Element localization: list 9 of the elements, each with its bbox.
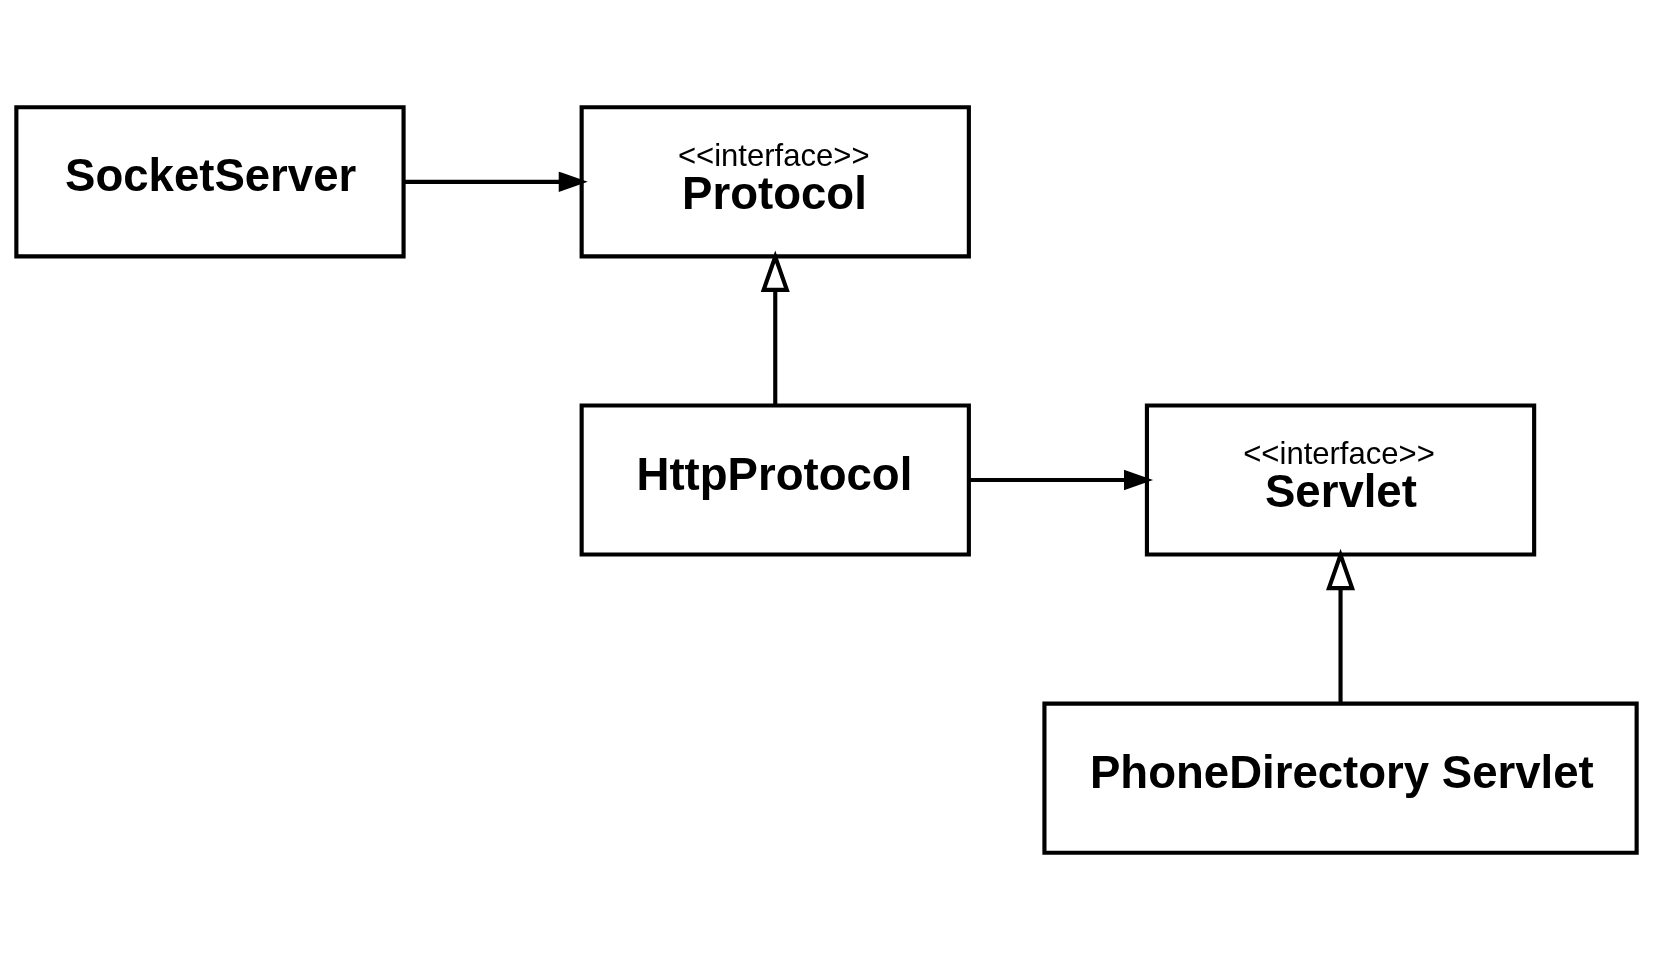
arrow — [969, 469, 1154, 491]
node-box: <<interface>> Protocol — [579, 105, 971, 259]
arrow — [760, 250, 790, 406]
node-box: PhoneDirectory Servlet — [1042, 701, 1639, 855]
node-box: SocketServer — [14, 105, 406, 259]
arrow — [403, 171, 588, 192]
arrow — [1326, 548, 1356, 704]
node-box: <<interface>> Servlet — [1144, 403, 1537, 557]
node-box: HttpProtocol — [579, 403, 971, 557]
